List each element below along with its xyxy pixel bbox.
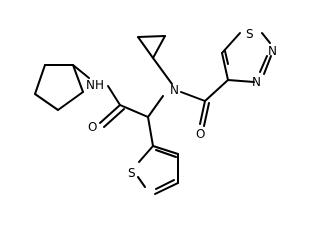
- bond: [152, 57, 173, 85]
- bond: [147, 95, 164, 118]
- bond: [221, 52, 229, 81]
- bond: [107, 85, 121, 106]
- bond: [72, 64, 90, 79]
- bond: [227, 79, 255, 83]
- bond: [259, 55, 268, 73]
- bond: [224, 50, 229, 65]
- atom-central-nitrogen-label: N: [170, 83, 179, 97]
- bond: [57, 91, 84, 111]
- bond: [203, 102, 210, 127]
- bond: [137, 36, 154, 59]
- atom-carbonyl-oxygen-label: O: [196, 127, 205, 141]
- bonds: [34, 32, 272, 195]
- bond: [34, 93, 59, 111]
- atom-thiadiazole-nitrogen2-label: N: [268, 44, 277, 58]
- atom-thiadiazole-nitrogen3-label: N: [252, 75, 261, 89]
- bond: [137, 35, 166, 38]
- bond: [263, 55, 272, 75]
- bond: [152, 35, 166, 59]
- bond: [261, 32, 271, 44]
- molecule-structure: NH O N O S N N S: [34, 27, 277, 195]
- bond: [103, 108, 125, 128]
- bond: [204, 79, 229, 102]
- bond: [119, 104, 149, 118]
- bond: [34, 64, 46, 95]
- bond: [154, 182, 179, 195]
- bond: [137, 176, 146, 188]
- atom-labels: NH O N O S N N S: [86, 27, 277, 180]
- bond: [221, 32, 241, 54]
- bond: [72, 64, 84, 93]
- atom-amide-oxygen-label: O: [88, 120, 97, 134]
- bond: [152, 145, 179, 155]
- atom-nh-label: NH: [86, 78, 104, 92]
- bond: [180, 91, 206, 102]
- bond: [155, 179, 175, 190]
- atom-thiophene-sulfur-label: S: [128, 166, 136, 180]
- bond: [155, 149, 177, 158]
- bond: [99, 104, 121, 124]
- bond: [138, 145, 154, 163]
- atom-thiadiazole-sulfur-label: S: [246, 27, 254, 41]
- bond: [199, 100, 206, 125]
- bond: [147, 116, 154, 147]
